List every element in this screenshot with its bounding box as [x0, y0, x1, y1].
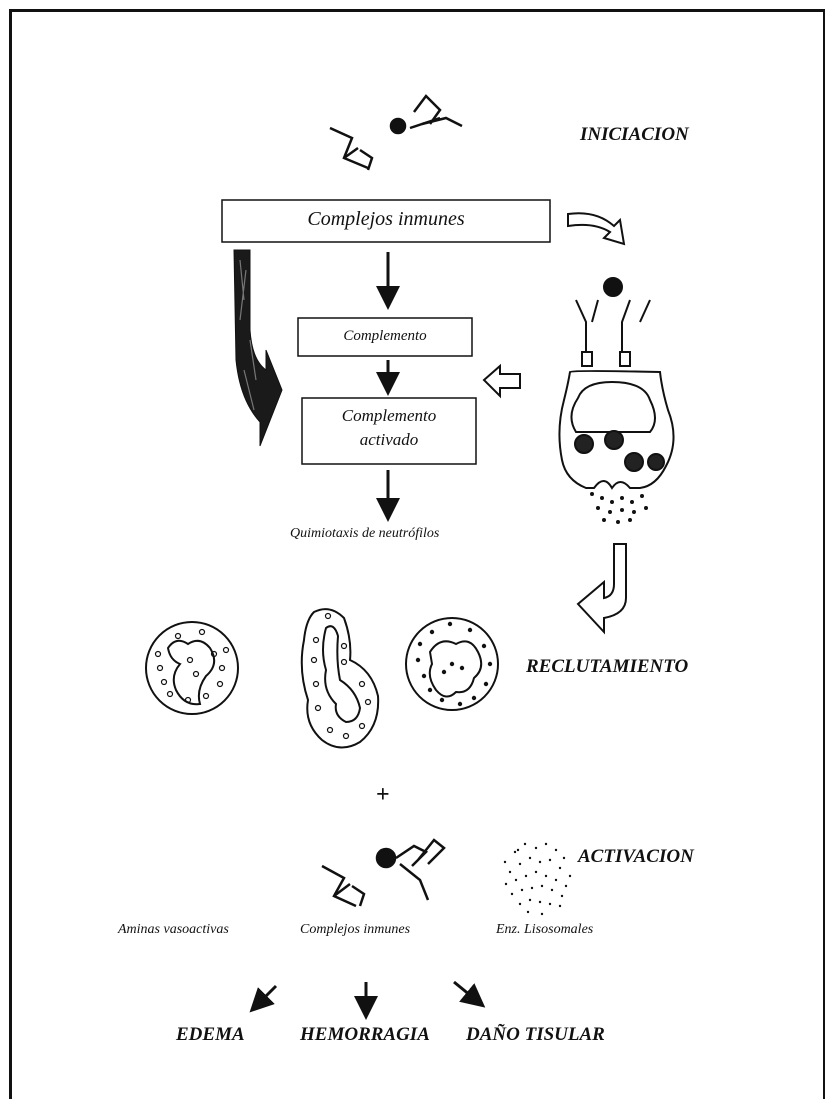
hollow-arrow-left — [484, 366, 520, 396]
box-label-complemento-activado-1: Complemento — [302, 406, 476, 426]
box-label-complemento: Complemento — [298, 328, 472, 345]
outcome-hemorragia: HEMORRAGIA — [300, 1024, 430, 1046]
arrow-to-dano-tisular — [454, 982, 476, 1000]
label-quimiotaxis: Quimiotaxis de neutrófilos — [290, 526, 439, 542]
stage-label-reclutamiento: RECLUTAMIENTO — [526, 656, 688, 678]
outcome-edema: EDEMA — [176, 1024, 245, 1046]
curved-arrow-top-right — [568, 213, 624, 244]
label-enzimas-lisosomales: Enz. Lisosomales — [496, 922, 593, 938]
antibody-antigen-complex-icon — [330, 96, 462, 170]
stage-label-iniciacion: INICIACION — [580, 124, 689, 146]
stage-label-activacion: ACTIVACION — [578, 846, 694, 868]
dark-curved-arrow — [234, 250, 282, 446]
neutrophil-icon — [146, 609, 498, 747]
outcome-dano-tisular: DAÑO TISULAR — [466, 1024, 605, 1046]
label-aminas-vasoactivas: Aminas vasoactivas — [118, 922, 229, 938]
label-complejos-inmunes-bottom: Complejos inmunes — [300, 922, 410, 938]
arrow-to-edema — [258, 986, 276, 1004]
label-plus: + — [376, 782, 390, 809]
box-label-complemento-activado-2: activado — [302, 430, 476, 450]
antibody-antigen-complex-icon — [322, 840, 444, 906]
mast-cell-icon — [559, 278, 673, 524]
lysosomal-enzymes-icon — [504, 843, 571, 915]
box-label-complejos-inmunes: Complejos inmunes — [222, 208, 550, 231]
curved-arrow-recruit — [578, 544, 626, 632]
